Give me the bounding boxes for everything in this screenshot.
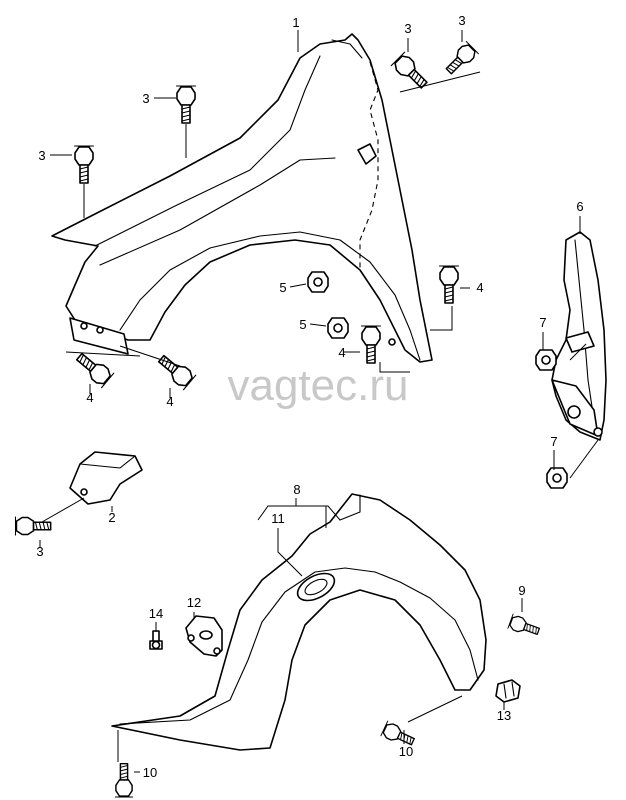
callout-10-b: 10 [143,765,157,780]
callout-5-a: 5 [279,280,286,295]
callout-8: 8 [293,482,300,497]
callout-3-c: 3 [142,91,149,106]
callout-4-c: 4 [476,280,483,295]
screw-9 [507,613,542,640]
callout-3-d: 3 [38,148,45,163]
callout-7-b: 7 [550,434,557,449]
watermark: vagtec.ru [228,361,409,410]
nut-5-b [327,317,349,339]
bolt-3-b [441,40,480,79]
callout-14: 14 [149,606,163,621]
nut-7-b [546,467,568,489]
front-fender [51,33,433,363]
callout-5-b: 5 [299,317,306,332]
nut-7-a [535,349,557,371]
callout-4-b: 4 [166,394,173,409]
bolt-4-c [438,265,460,304]
spring-nut [495,679,521,703]
bolt-4-b [154,350,197,391]
fender-bracket [69,451,143,505]
callout-3-b: 3 [458,13,465,28]
callout-7-a: 7 [539,315,546,330]
nut-5-a [307,271,329,293]
bolt-3-d [73,145,95,184]
clip [185,615,223,657]
callout-4-d: 4 [338,345,345,360]
splash-guard [551,231,607,441]
callout-10-a: 10 [399,744,413,759]
screw-10-b [114,762,134,798]
callout-4-a: 4 [86,390,93,405]
bolt-3-c [175,85,197,124]
bolt-4-a [72,348,115,389]
callout-2: 2 [108,510,115,525]
wheel-housing-liner [111,493,487,751]
leader-lines [39,30,599,773]
callouts: 1 2 3 3 3 3 3 4 4 4 4 5 5 6 7 7 8 9 10 1… [36,13,583,780]
callout-6: 6 [576,199,583,214]
callout-11: 11 [271,511,285,526]
callout-1: 1 [292,15,299,30]
bolt-4-d [360,325,382,364]
callout-9: 9 [518,583,525,598]
callout-12: 12 [187,595,201,610]
screw-14 [149,630,163,650]
callout-3-e: 3 [36,544,43,559]
callout-3-a: 3 [404,21,411,36]
callout-13: 13 [497,708,511,723]
